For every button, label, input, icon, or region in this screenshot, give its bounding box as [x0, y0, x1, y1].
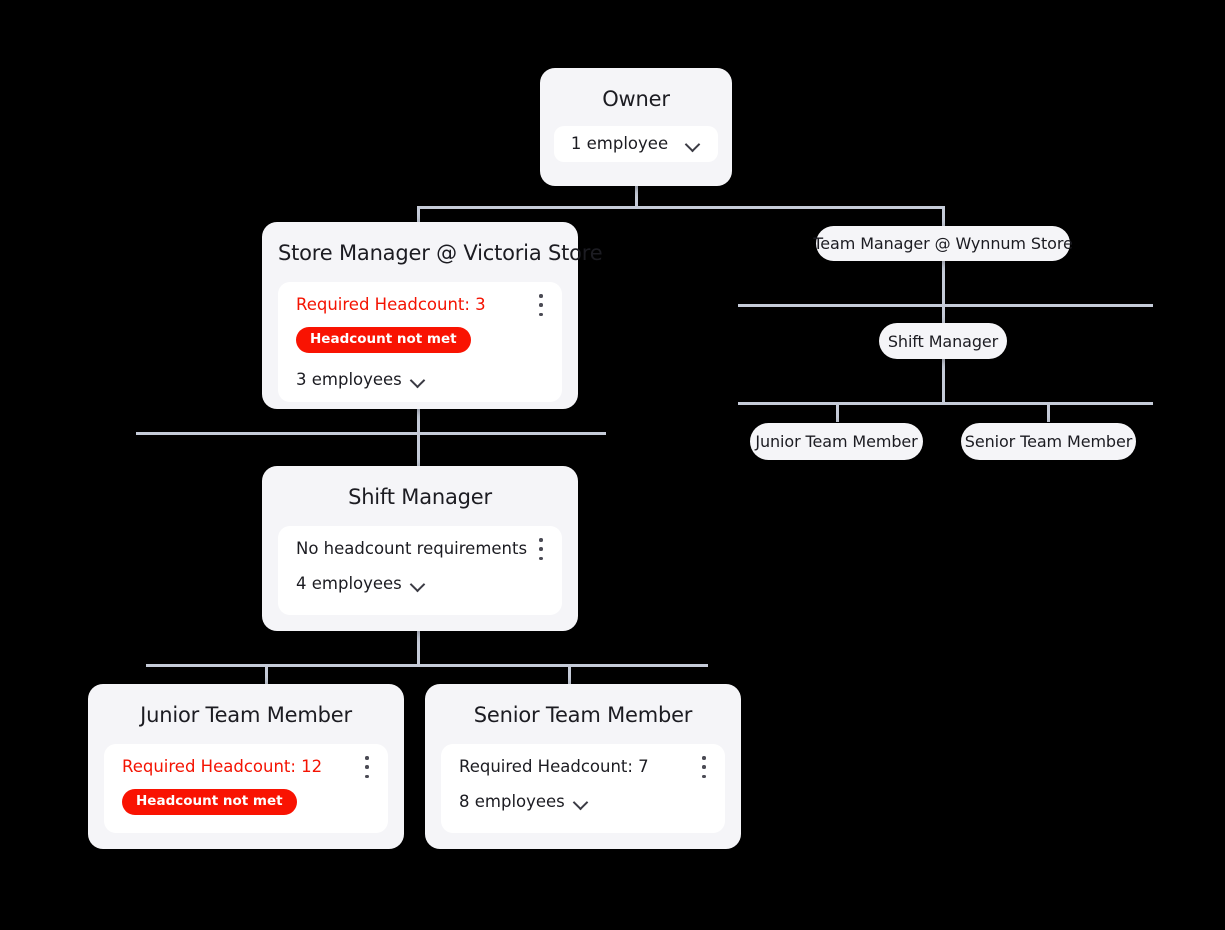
connector-team-manager-stem: [942, 260, 945, 306]
store-manager-victoria-employees-toggle[interactable]: 3 employees: [296, 370, 547, 389]
chevron-down-icon: [574, 797, 589, 806]
chevron-down-icon: [411, 375, 426, 384]
senior-team-member-headcount: Required Headcount: 7: [459, 757, 649, 777]
shift-manager-left-employee-count: 4 employees: [296, 573, 402, 593]
node-store-manager-victoria[interactable]: Store Manager @ Victoria Store Required …: [262, 222, 603, 409]
node-senior-team-member[interactable]: Senior Team Member Required Headcount: 7…: [425, 684, 741, 849]
owner-title: Owner: [602, 87, 670, 111]
junior-team-member-body: Required Headcount: 12 Headcount not met: [104, 744, 388, 833]
connector-shift-manager-right-bus: [738, 402, 1153, 405]
connector-shift-manager-stem: [417, 630, 420, 666]
store-manager-victoria-headcount: Required Headcount: 3: [296, 295, 486, 315]
node-owner[interactable]: Owner 1 employee: [540, 68, 732, 186]
store-manager-victoria-title: Store Manager @ Victoria Store: [278, 241, 603, 265]
shift-manager-left-headcount: No headcount requirements: [296, 539, 528, 559]
connector-owner-stem: [635, 186, 638, 208]
connector-to-shift-manager: [417, 432, 420, 466]
shift-manager-left-body: No headcount requirements 4 employees: [278, 526, 562, 615]
shift-manager-left-title: Shift Manager: [348, 485, 492, 509]
junior-team-member-title: Junior Team Member: [140, 703, 352, 727]
chevron-down-icon: [686, 139, 701, 148]
node-senior-team-member-right[interactable]: Senior Team Member: [961, 423, 1136, 460]
shift-manager-left-employees-toggle[interactable]: 4 employees: [296, 574, 547, 593]
node-junior-team-member-right[interactable]: Junior Team Member: [750, 423, 923, 460]
status-badge: Headcount not met: [296, 326, 471, 354]
node-team-manager-wynnum[interactable]: Team Manager @ Wynnum Store: [813, 226, 1073, 261]
chevron-down-icon: [411, 579, 426, 588]
kebab-menu-icon[interactable]: [359, 754, 375, 780]
node-junior-team-member[interactable]: Junior Team Member Required Headcount: 1…: [88, 684, 404, 849]
connector-to-team-manager: [942, 206, 945, 226]
senior-team-member-title: Senior Team Member: [473, 703, 693, 727]
connector-to-junior-team-member-right: [836, 402, 839, 422]
senior-team-member-employee-count: 8 employees: [459, 791, 565, 811]
connector-owner-bus: [417, 206, 945, 209]
senior-team-member-body: Required Headcount: 7 8 employees: [441, 744, 725, 833]
kebab-menu-icon[interactable]: [533, 292, 549, 318]
store-manager-victoria-employee-count: 3 employees: [296, 370, 402, 390]
owner-employee-count: 1 employee: [570, 134, 669, 153]
connector-to-shift-manager-right: [942, 304, 945, 324]
node-shift-manager-right[interactable]: Shift Manager: [879, 323, 1007, 359]
owner-employee-dropdown[interactable]: 1 employee: [553, 126, 719, 162]
senior-team-member-employees-toggle[interactable]: 8 employees: [459, 792, 710, 811]
connector-store-manager-stem: [417, 408, 420, 434]
connector-store-manager-bus: [136, 432, 606, 435]
connector-to-senior-team-member-right: [1047, 402, 1050, 422]
kebab-menu-icon[interactable]: [533, 536, 549, 562]
connector-team-manager-bus: [738, 304, 1153, 307]
status-badge: Headcount not met: [122, 788, 297, 816]
connector-shift-manager-bus: [146, 664, 708, 667]
connector-shift-manager-right-stem: [942, 358, 945, 404]
store-manager-victoria-body: Required Headcount: 3 Headcount not met …: [278, 282, 562, 403]
junior-team-member-headcount: Required Headcount: 12: [122, 757, 323, 777]
kebab-menu-icon[interactable]: [696, 754, 712, 780]
node-shift-manager-left[interactable]: Shift Manager No headcount requirements …: [262, 466, 578, 631]
